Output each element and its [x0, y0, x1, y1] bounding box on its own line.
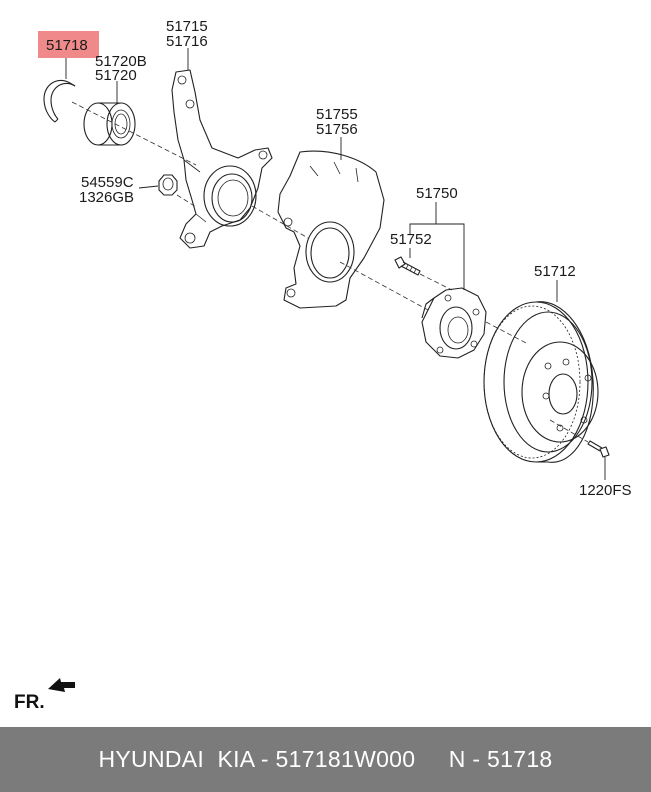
bearing-part [83, 102, 136, 146]
bearing-label-b-variant: 51720B [95, 53, 147, 70]
nut-label-b: 1326GB [79, 189, 134, 206]
front-direction-arrow-icon [48, 678, 75, 692]
knuckle-part [171, 69, 273, 249]
part-number-footer: HYUNDAI KIA - 517181W000 N - 51718 [98, 746, 553, 772]
bearing-axis [71, 101, 197, 166]
hub-assembly-part [421, 287, 487, 359]
hub-assembly-label: 51750 [416, 185, 458, 202]
nut-part [158, 174, 178, 196]
hub-bolt-part [394, 256, 421, 276]
dust-cover-label-b: 51756 [316, 121, 358, 138]
front-direction-label: FR. [14, 692, 45, 713]
knuckle-label-left: 51715 [166, 18, 208, 35]
footer-bar: HYUNDAI KIA - 517181W000 N - 51718 [0, 727, 651, 792]
knuckle-label-right: 51716 [166, 33, 208, 50]
snap-ring-label: 51718 [46, 37, 88, 54]
nut-axis [176, 194, 197, 208]
disc-screw-part [587, 440, 610, 458]
snap-ring-part [43, 79, 76, 123]
bearing-label: 51720 [95, 67, 137, 84]
hub-axis-left [339, 261, 429, 311]
disc-screw-label: 1220FS [579, 482, 632, 499]
nut-label-a: 54559C [81, 174, 134, 191]
brake-disc-part [483, 301, 599, 463]
hub-assembly-bracket [409, 202, 465, 290]
disc-screw-axis [549, 419, 589, 443]
dust-cover-axis [251, 205, 309, 239]
snap-ring-highlight [38, 31, 99, 58]
dust-cover-part [277, 150, 385, 309]
nut-leader [138, 185, 159, 189]
hub-bolt-label: 51752 [390, 231, 432, 248]
hub-bolt-axis [419, 273, 453, 291]
dust-cover-label-a: 51755 [316, 106, 358, 123]
brake-disc-label: 51712 [534, 263, 576, 280]
